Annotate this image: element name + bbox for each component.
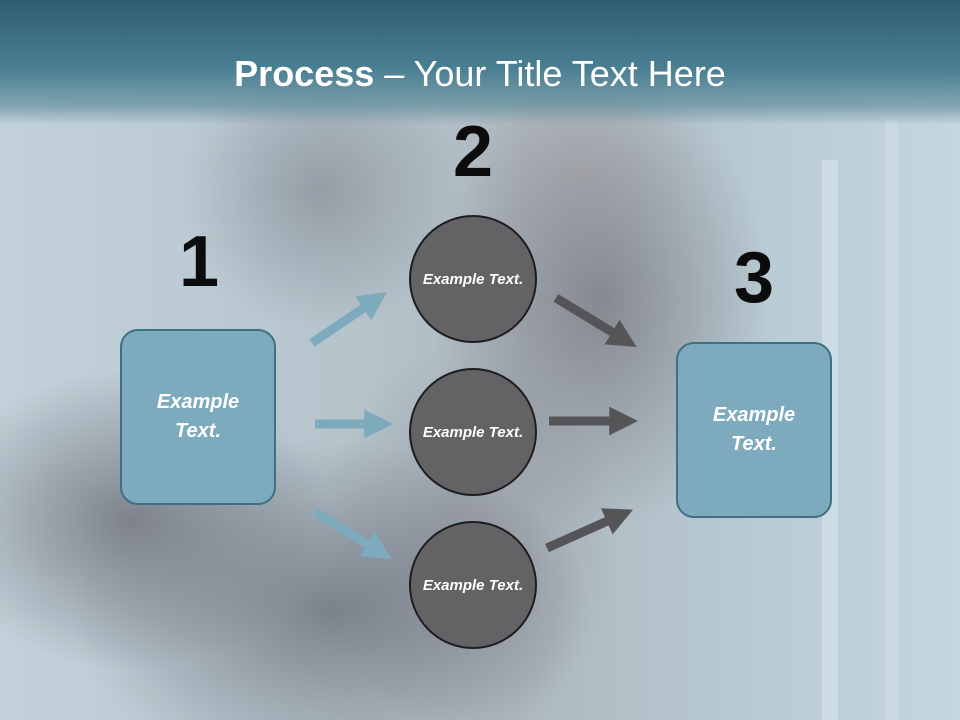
slide-title: Process – Your Title Text Here	[0, 52, 960, 96]
step-number-2: 2	[452, 112, 494, 192]
circle-middle: Example Text.	[409, 368, 537, 496]
circle-middle-text: Example Text.	[422, 423, 524, 441]
input-box-text: Example Text.	[156, 391, 240, 442]
output-box: Example Text.	[676, 342, 832, 518]
title-bar	[0, 0, 960, 125]
output-box-text: Example Text.	[712, 404, 796, 455]
circle-bottom: Example Text.	[409, 521, 537, 649]
arrow-bottom-to-output	[545, 508, 634, 553]
circle-bottom-text: Example Text.	[422, 576, 524, 594]
background-door-frame	[885, 120, 899, 720]
circle-top-text: Example Text.	[422, 270, 524, 288]
arrow-input-to-bottom	[312, 508, 392, 560]
circle-top: Example Text.	[409, 215, 537, 343]
arrow-top-to-output	[553, 294, 637, 347]
input-box: Example Text.	[120, 329, 276, 505]
arrow-input-to-top	[309, 292, 388, 347]
slide-title-bold: Process	[234, 53, 375, 94]
slide-title-rest: – Your Title Text Here	[374, 53, 726, 94]
step-number-3: 3	[733, 238, 775, 318]
step-number-1: 1	[178, 222, 220, 302]
